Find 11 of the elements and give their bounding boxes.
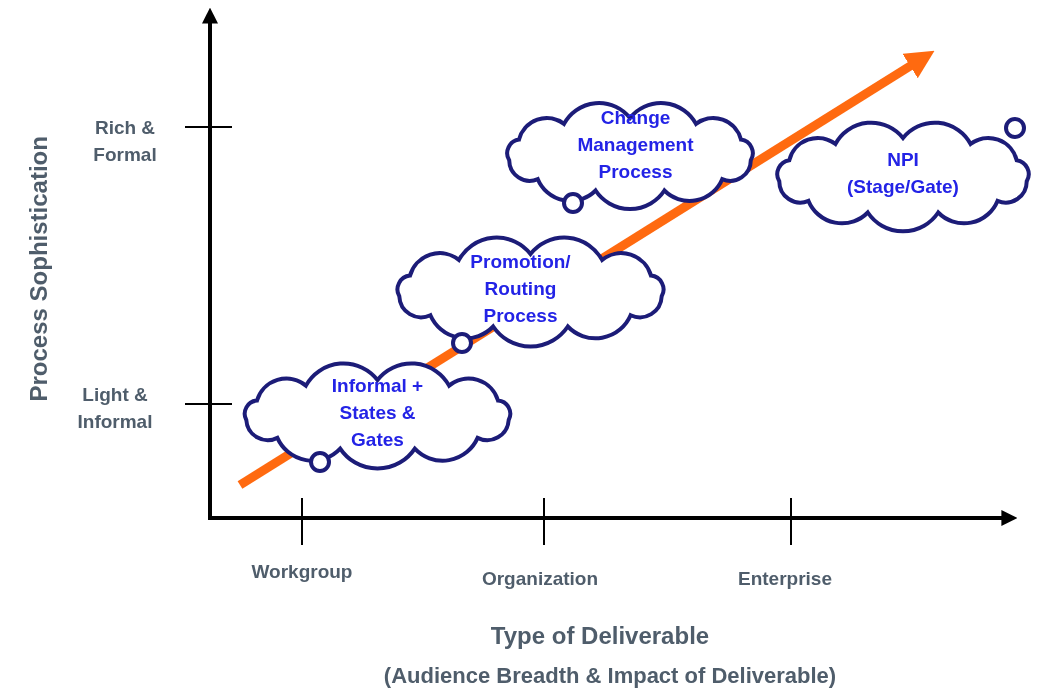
axis-subtitle: (Audience Breadth & Impact of Deliverable) (382, 662, 838, 689)
axis-title: Type of Deliverable (489, 622, 711, 649)
tick-label: Light & Informal (76, 383, 154, 434)
cloud-label: NPI (Stage/Gate) (846, 148, 960, 199)
cloud-label: Promotion/ Routing Process (469, 250, 572, 328)
tick-label: Organization (480, 567, 600, 591)
cloud-label: Change Management Process (576, 106, 695, 184)
cloud-label: Informal + States & Gates (330, 374, 425, 452)
tick-label: Rich & Formal (92, 116, 158, 167)
tick-label: Enterprise (737, 567, 833, 591)
tick-label: Workgroup (250, 560, 354, 584)
